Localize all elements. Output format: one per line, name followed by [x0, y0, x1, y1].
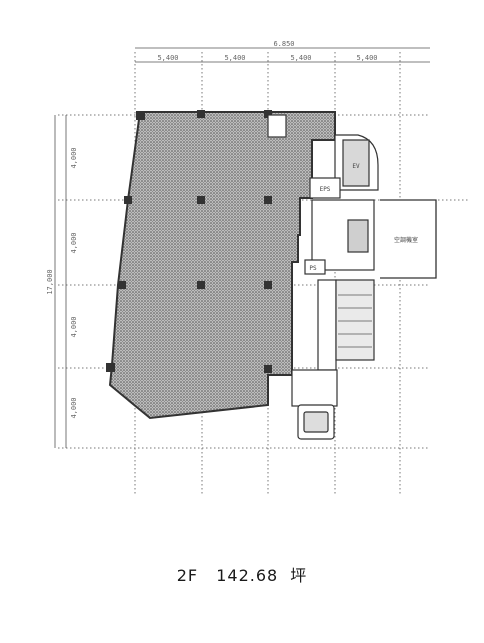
- left-span-dimension: 4,000: [70, 316, 78, 337]
- service-core: [267, 114, 379, 440]
- floor-area-value: 142.68: [216, 566, 279, 585]
- room-label: PS: [309, 265, 317, 272]
- left-total-dimension: 17,000: [46, 269, 54, 294]
- top-span-dimension: 5,400: [157, 54, 178, 62]
- floor-level: 2F: [176, 566, 199, 585]
- annex-room: [380, 199, 437, 279]
- left-span-dimension: 4,000: [70, 232, 78, 253]
- structural-columns: [106, 110, 272, 373]
- left-span-dimension: 4,000: [70, 397, 78, 418]
- top-span-dimension: 5,400: [290, 54, 311, 62]
- room-label: 空調機室: [394, 236, 418, 244]
- top-total-dimension: 6.850: [273, 40, 294, 48]
- left-span-dimension: 4,000: [70, 147, 78, 168]
- floor-area-caption: 2F 142.68 坪: [0, 562, 484, 586]
- floor-area-unit: 坪: [290, 566, 308, 585]
- left-dimension-lines: [54, 115, 67, 448]
- room-label: EV: [352, 163, 360, 170]
- top-span-dimension: 5,400: [356, 54, 377, 62]
- top-dimension-lines: [135, 47, 430, 63]
- top-span-dimension: 5,400: [224, 54, 245, 62]
- room-label: EPS: [320, 186, 331, 193]
